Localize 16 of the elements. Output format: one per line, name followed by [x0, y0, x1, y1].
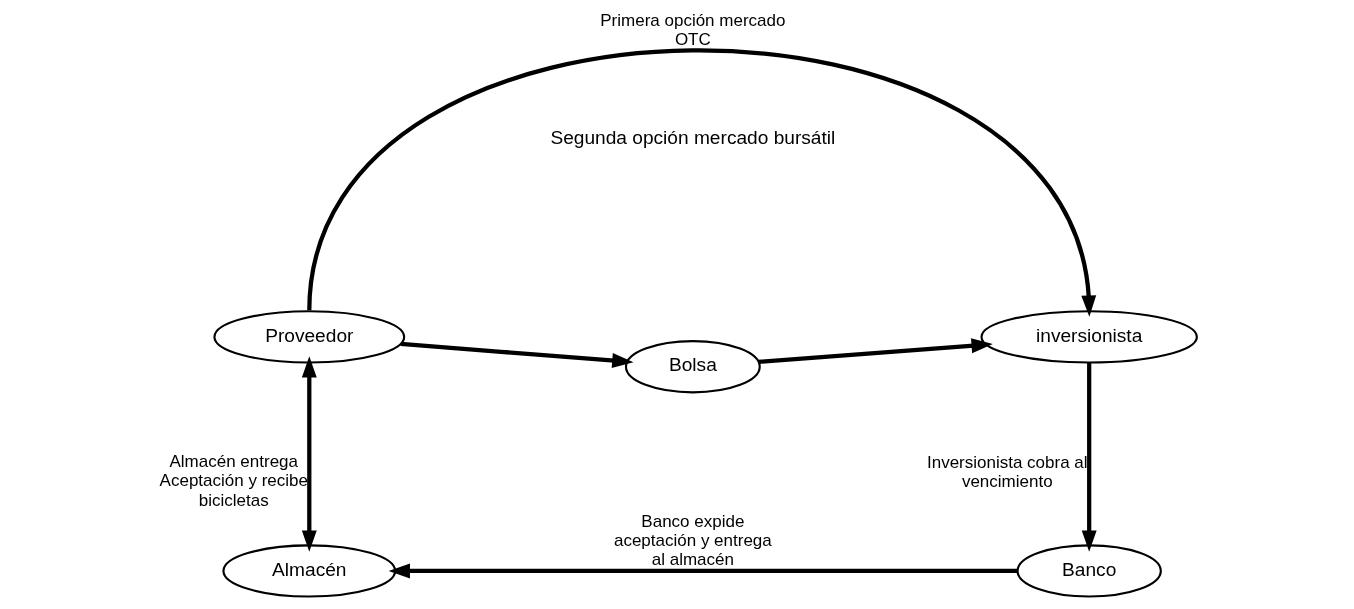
edge-label: Primera opción mercado OTC	[599, 11, 785, 50]
arrow	[388, 563, 1017, 579]
node-ellipse: Almacén	[221, 544, 396, 598]
node-ellipse: inversionista	[979, 310, 1198, 364]
arrow	[400, 341, 633, 368]
node-ellipse: Bolsa	[624, 340, 761, 394]
edge-label: Almacén entrega Aceptación y recibe bicicletas	[159, 452, 308, 510]
node-ellipse: Proveedor	[212, 310, 405, 364]
arrow	[306, 48, 1096, 317]
node-ellipse: Banco	[1016, 544, 1162, 598]
label: Segunda opción mercado bursátil	[549, 126, 835, 148]
arrow	[1081, 362, 1097, 552]
arrow	[301, 356, 317, 552]
edge-label: Banco expide aceptación y entrega al almacén	[613, 512, 772, 570]
edge-label: Inversionista cobra al vencimiento	[926, 452, 1088, 491]
arrow	[757, 338, 993, 364]
